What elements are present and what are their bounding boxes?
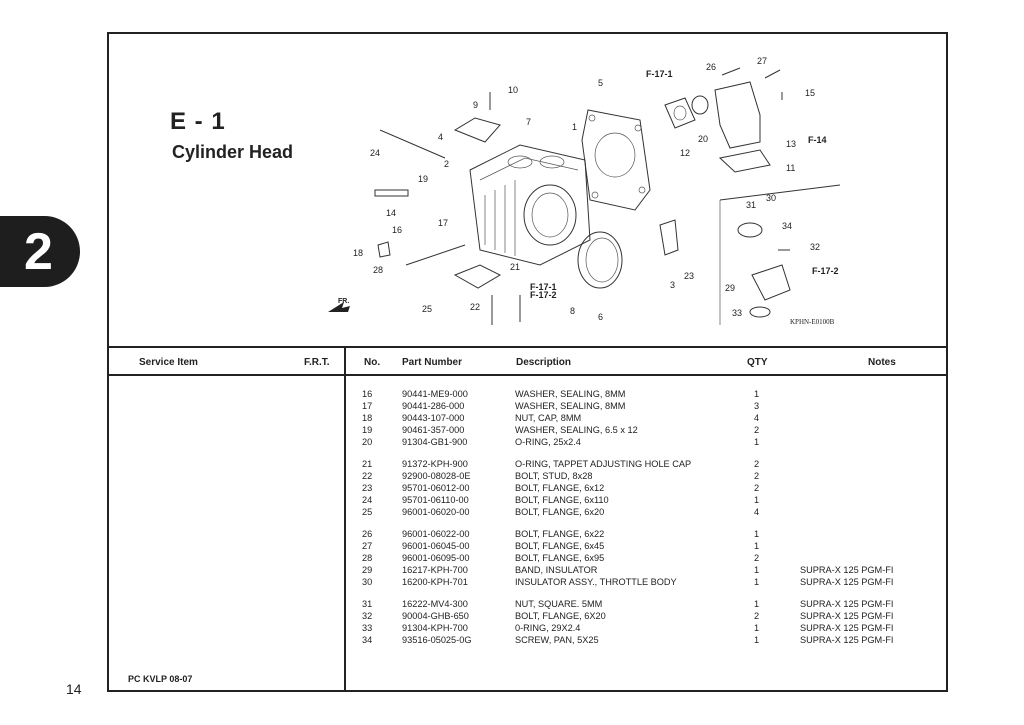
header-description: Description — [516, 357, 572, 368]
callout-12: 12 — [680, 148, 690, 158]
callout-13: 13 — [786, 139, 796, 149]
callout-17: 17 — [438, 218, 448, 228]
callout-24: 24 — [370, 148, 380, 158]
callout-26: 26 — [706, 62, 716, 72]
fr-mark: FR. — [338, 298, 349, 305]
callout-7: 7 — [526, 117, 531, 127]
callout-16: 16 — [392, 225, 402, 235]
callout-3: 3 — [670, 280, 675, 290]
table-divider — [344, 346, 346, 692]
callout-4: 4 — [438, 132, 443, 142]
cylinder-head-drawing — [328, 67, 841, 325]
callout-6: 6 — [598, 312, 603, 322]
callout-25: 25 — [422, 304, 432, 314]
callout-20: 20 — [698, 134, 708, 144]
callout-28: 28 — [373, 265, 383, 275]
page-frame — [107, 32, 948, 692]
callout-30: 30 — [766, 193, 776, 203]
table-header-rule — [107, 374, 948, 376]
header-frt: F.R.T. — [304, 357, 330, 368]
header-no: No. — [364, 357, 381, 368]
callout-23: 23 — [684, 271, 694, 281]
page-number: 14 — [66, 681, 82, 697]
callout-2: 2 — [444, 159, 449, 169]
callout-33: 33 — [732, 308, 742, 318]
header-qty: QTY — [747, 357, 768, 368]
callout-19: 19 — [418, 174, 428, 184]
callout-14: 14 — [386, 208, 396, 218]
table-top-rule — [107, 346, 948, 348]
callout-32: 32 — [810, 242, 820, 252]
section-title: Cylinder Head — [172, 142, 294, 162]
callout-34: 34 — [782, 221, 792, 231]
header-service-item: Service Item — [139, 357, 198, 368]
ref-f-14: F-14 — [808, 135, 827, 145]
callout-21: 21 — [510, 262, 520, 272]
callout-31: 31 — [746, 200, 756, 210]
header-notes: Notes — [868, 357, 896, 368]
callout-8: 8 — [570, 306, 575, 316]
diagram-code: KPHN-E0100B — [790, 318, 835, 326]
callout-labels: 1 2 3 4 5 6 7 8 9 10 11 12 13 14 15 16 1… — [353, 56, 820, 322]
ref-f-17-1-intake: F-17-1 — [646, 69, 673, 79]
chapter-number: 2 — [24, 223, 53, 281]
callout-18: 18 — [353, 248, 363, 258]
callout-27: 27 — [757, 56, 767, 66]
ref-f-17-2: F-17-2 — [530, 290, 557, 300]
footer-code: PC KVLP 08-07 — [128, 674, 193, 684]
chapter-tab: 2 — [0, 216, 80, 287]
callout-22: 22 — [470, 302, 480, 312]
callout-29: 29 — [725, 283, 735, 293]
callout-15: 15 — [805, 88, 815, 98]
callout-10: 10 — [508, 85, 518, 95]
callout-11: 11 — [786, 163, 795, 173]
exploded-diagram: 1 2 3 4 5 6 7 8 9 10 11 12 13 14 15 16 1… — [328, 56, 841, 326]
callout-5: 5 — [598, 78, 603, 88]
header-part-number: Part Number — [402, 357, 463, 368]
callout-9: 9 — [473, 100, 478, 110]
ref-f-17-2-throttle: F-17-2 — [812, 266, 839, 276]
section-code: E - 1 — [170, 108, 226, 135]
ref-f-17-1: F-17-1 — [530, 282, 557, 292]
callout-1: 1 — [572, 122, 577, 132]
